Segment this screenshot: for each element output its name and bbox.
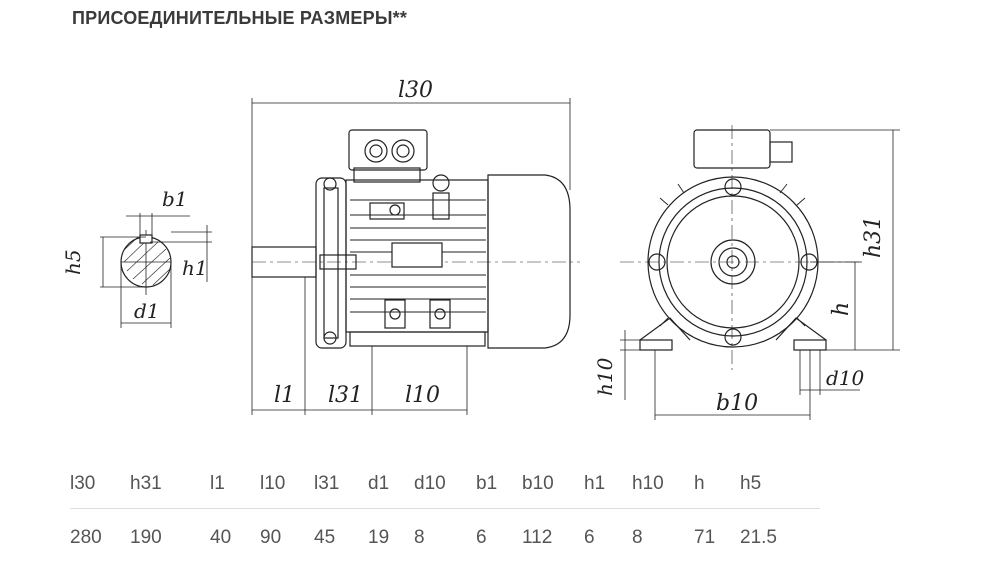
label-d10: d10: [826, 366, 865, 390]
label-h1: h1: [182, 256, 208, 280]
table-row: 280 190 40 90 45 19 8 6 112 6 8 71 21.5: [70, 509, 820, 568]
table-header-cell: h10: [632, 460, 694, 509]
label-l31: l31: [328, 383, 363, 408]
shaft-section-view: [100, 213, 212, 328]
dimensions-table: l30 h31 l1 l10 l31 d1 d10 b1 b10 h1 h10 …: [70, 460, 820, 567]
table-header-cell: d1: [368, 460, 414, 509]
label-h: h: [829, 302, 854, 316]
table-header-cell: l10: [260, 460, 314, 509]
label-d1: d1: [134, 299, 160, 323]
label-b1: b1: [162, 187, 188, 211]
table-cell: 90: [260, 527, 282, 548]
label-h5: h5: [61, 249, 85, 275]
motor-side-view: [251, 98, 580, 415]
table-cell: 40: [210, 527, 232, 548]
table-header-cell: h31: [130, 460, 210, 509]
table-header-cell: h5: [740, 460, 820, 509]
table-header-row: l30 h31 l1 l10 l31 d1 d10 b1 b10 h1 h10 …: [70, 460, 820, 509]
label-l30: l30: [398, 78, 433, 103]
label-b10: b10: [716, 391, 758, 416]
table-cell: 21.5: [740, 527, 777, 548]
motor-end-view: [620, 125, 900, 420]
label-h10: h10: [593, 357, 617, 396]
label-l10: l10: [405, 383, 440, 408]
table-cell: 280: [70, 527, 102, 548]
table-cell: 6: [584, 527, 595, 548]
table-header-cell: b1: [476, 460, 522, 509]
connection-dimensions-drawing: l30 b1 h5 h1 d1 l1 l31 l10 h31 h h10 d10…: [61, 78, 900, 420]
table-cell: 45: [314, 527, 336, 548]
table-cell: 71: [694, 527, 716, 548]
table-header-cell: l31: [314, 460, 368, 509]
label-h31: h31: [861, 216, 886, 258]
table-cell: 8: [414, 527, 425, 548]
table-cell: 190: [130, 527, 162, 548]
table-header-cell: h1: [584, 460, 632, 509]
table-header-cell: b10: [522, 460, 584, 509]
table-cell: 112: [522, 527, 553, 548]
table-header-cell: d10: [414, 460, 476, 509]
table-header-cell: l30: [70, 460, 130, 509]
table-cell: 6: [476, 527, 487, 548]
table-header-cell: h: [694, 460, 740, 509]
table-header-cell: l1: [210, 460, 260, 509]
table-cell: 19: [368, 527, 390, 548]
table-cell: 8: [632, 527, 643, 548]
section-title: ПРИСОЕДИНИТЕЛЬНЫЕ РАЗМЕРЫ**: [72, 8, 408, 28]
label-l1: l1: [274, 383, 295, 408]
